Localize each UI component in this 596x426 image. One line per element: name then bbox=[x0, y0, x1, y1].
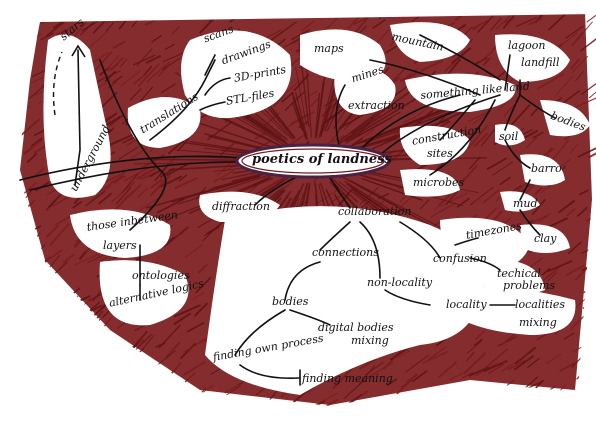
connector-line bbox=[379, 94, 501, 156]
connector-line bbox=[519, 94, 556, 119]
connector-line bbox=[199, 101, 226, 111]
node-bodies-mid: bodies bbox=[272, 295, 309, 308]
node-non-locality: non-locality bbox=[367, 276, 433, 289]
connector-line bbox=[19, 155, 246, 181]
node-collaboration: collaboration bbox=[338, 205, 412, 218]
white-area bbox=[205, 206, 485, 395]
connector-line bbox=[454, 237, 479, 246]
connector-line bbox=[29, 161, 251, 191]
white-area bbox=[0, 0, 596, 175]
connector-line bbox=[504, 54, 511, 91]
white-area bbox=[520, 224, 570, 253]
connector-line bbox=[419, 34, 501, 81]
white-area bbox=[540, 100, 590, 137]
connector-line bbox=[369, 59, 481, 96]
node-localities: localities bbox=[515, 298, 565, 311]
connector-line bbox=[99, 59, 167, 231]
white-area bbox=[70, 209, 171, 258]
white-area bbox=[400, 169, 460, 197]
node-mud: mud bbox=[513, 197, 538, 210]
white-area bbox=[430, 286, 576, 335]
center-node-outline bbox=[235, 143, 391, 179]
arrow-head bbox=[71, 44, 86, 58]
connector-line bbox=[519, 179, 531, 201]
node-locality: locality bbox=[446, 298, 487, 311]
white-area bbox=[495, 34, 570, 82]
node-digital-bodies: digital bodies bbox=[318, 321, 394, 334]
node-connections: connections bbox=[312, 246, 379, 259]
white-area bbox=[480, 259, 545, 296]
white-area bbox=[127, 96, 201, 148]
node-ontologies: ontologies bbox=[132, 269, 190, 282]
white-area bbox=[405, 73, 516, 112]
connector-line bbox=[429, 99, 496, 176]
node-barro: barro bbox=[531, 162, 562, 175]
node-microbes: microbes bbox=[413, 176, 465, 189]
node-soil: soil bbox=[499, 130, 519, 143]
connector-line bbox=[204, 54, 216, 76]
node-layers: layers bbox=[103, 239, 137, 252]
connector-line bbox=[319, 221, 351, 251]
connector-line bbox=[439, 99, 476, 141]
connector-line bbox=[399, 221, 441, 259]
connector-line bbox=[504, 139, 531, 169]
white-area bbox=[334, 67, 396, 115]
connector-line bbox=[204, 77, 231, 96]
connector-line bbox=[359, 221, 381, 279]
node-maps: maps bbox=[314, 42, 344, 55]
white-area bbox=[399, 125, 470, 165]
node-sites: sites bbox=[427, 147, 453, 160]
connector-line bbox=[384, 289, 431, 306]
center-node-label: poetics of landness bbox=[252, 152, 392, 167]
node-finding-meaning: finding meaning bbox=[302, 372, 393, 385]
white-area bbox=[495, 124, 525, 146]
node-diffraction: diffraction bbox=[212, 200, 270, 213]
white-area bbox=[43, 34, 111, 198]
node-landfill: landfill bbox=[521, 56, 560, 69]
white-area bbox=[500, 191, 540, 212]
node-extraction: extraction bbox=[348, 99, 405, 112]
white-area bbox=[520, 154, 565, 186]
white-area bbox=[181, 30, 292, 119]
white-area bbox=[99, 260, 189, 326]
center-node-outline-inner bbox=[241, 148, 385, 174]
connector-line bbox=[519, 209, 541, 236]
connector-line bbox=[74, 49, 81, 186]
node-confusion: confusion bbox=[433, 252, 487, 265]
white-area bbox=[578, 195, 596, 395]
node-lagoon: lagoon bbox=[508, 39, 546, 52]
connector-line bbox=[335, 84, 346, 151]
white-area bbox=[390, 22, 470, 62]
white-area bbox=[0, 172, 596, 426]
connector-line bbox=[504, 94, 521, 131]
white-area bbox=[440, 217, 530, 271]
node-clay: clay bbox=[534, 232, 557, 245]
connector-line bbox=[234, 309, 286, 356]
node-mixing-mid: mixing bbox=[351, 334, 389, 347]
dashed-line bbox=[52, 51, 63, 116]
node-problems: problems bbox=[503, 279, 556, 292]
node-mixing-right: mixing bbox=[519, 316, 557, 329]
connector-line bbox=[239, 364, 301, 380]
connector-line bbox=[284, 261, 321, 301]
connector-line bbox=[329, 177, 351, 209]
connector-line bbox=[469, 257, 501, 271]
connector-line bbox=[359, 94, 461, 151]
connector-line bbox=[289, 309, 331, 326]
connector-line bbox=[149, 59, 216, 141]
node-techical: techical bbox=[497, 267, 541, 280]
